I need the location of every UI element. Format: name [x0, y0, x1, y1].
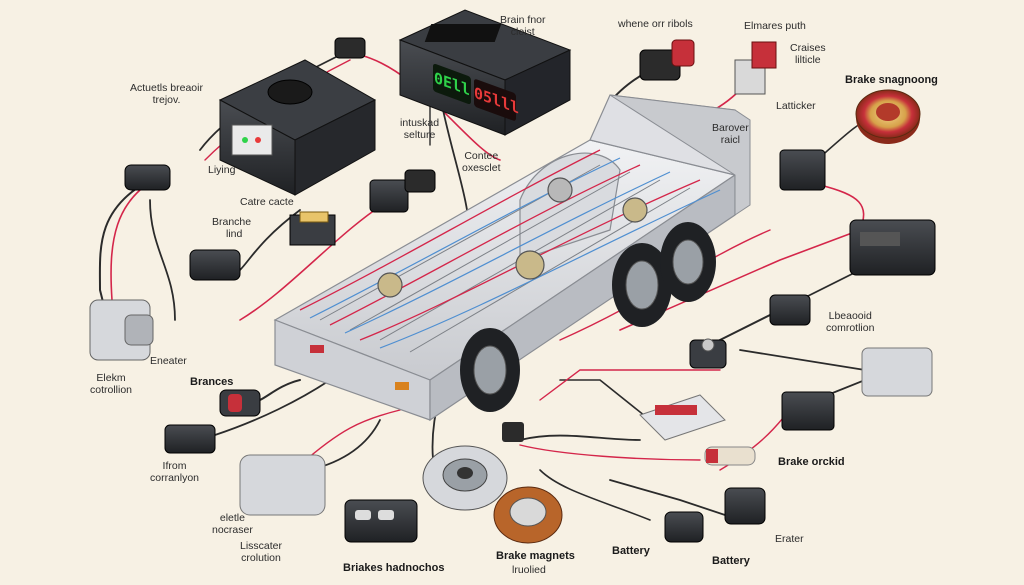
label-barover-raicl: Barover raicl — [712, 122, 749, 146]
right-junction-box — [779, 149, 826, 191]
label-lisscater-crollution: Lisscater crolution — [240, 540, 282, 564]
label-lriuolied: lruolied — [512, 564, 546, 576]
label-brances: Brances — [190, 376, 234, 388]
trailer-wheels — [460, 222, 716, 412]
label-craises-lilticle: Craises lilticle — [790, 42, 826, 66]
top-plug-connector — [639, 39, 695, 81]
front-connector-plug — [164, 424, 216, 454]
grey-module-bottom-left — [239, 454, 326, 516]
label-brain-front-line1: Brain fnor — [500, 14, 546, 26]
label-actuators-breaker-line1: Actuetls breaoir — [130, 82, 203, 94]
label-elmares-puth: Elmares puth — [744, 20, 806, 32]
label-brain-front: Brain fnor cleist — [500, 14, 546, 38]
label-contee-oxesclet: Contee oxesclet — [462, 150, 501, 174]
label-actuators-breaker: Actuetls breaoir trejov. — [130, 82, 203, 106]
label-brain-front-line2: cleist — [510, 26, 535, 38]
label-intusked-setture: intuskad selture — [400, 117, 439, 141]
label-ifrom-line1: Ifrom — [162, 460, 187, 472]
label-craises-line2: lilticle — [794, 54, 821, 66]
label-contee-line2: oxesclet — [462, 162, 501, 174]
label-teaooid-comrotlion: Lbeaooid comrotlion — [826, 310, 874, 334]
label-briakes-hadnochos: Briakes hadnochos — [343, 562, 445, 574]
label-brake-orckid: Brake orckid — [778, 456, 845, 468]
label-barover-line1: Barover — [712, 122, 749, 134]
right-grey-module — [861, 347, 933, 397]
label-eneater: Eneater — [150, 355, 187, 367]
label-teaooid-line1: Lbeaooid — [828, 310, 872, 322]
left-plug — [189, 249, 241, 281]
left-upper-connector — [124, 37, 366, 191]
label-teaooid-line2: comrotlion — [826, 322, 875, 334]
label-ifrom-line2: corranlyon — [150, 472, 200, 484]
label-branche-lind: Branche lind — [212, 216, 251, 240]
label-branche-line1: Branche — [212, 216, 252, 228]
left-motor-actuator — [89, 299, 154, 361]
label-craises-line1: Craises — [790, 42, 826, 54]
label-cable-cache: Catre cacte — [240, 196, 294, 208]
label-brake-shagnoong: Brake snagnoong — [845, 74, 938, 86]
actuator-controller-box — [218, 59, 377, 196]
brake-orckid-block — [781, 391, 835, 431]
label-elekm-line2: cotrollion — [90, 384, 133, 396]
label-eletle-line2: nocraser — [212, 524, 253, 536]
top-center-harness-plug — [369, 169, 436, 213]
label-erater: Erater — [775, 533, 804, 545]
brake-pad-disc — [855, 89, 921, 144]
right-mid-connector — [769, 294, 811, 326]
inline-fuse-holder — [704, 446, 756, 466]
label-lying: Liying — [208, 164, 236, 176]
label-actuators-breaker-line2: trejov. — [152, 94, 181, 106]
label-contee-line1: Contee — [464, 150, 499, 162]
label-eletle-line1: eletle — [219, 512, 245, 524]
branch-line-terminal — [289, 211, 336, 246]
handbrake-switch-panel — [344, 499, 418, 543]
branches-plug — [219, 389, 261, 417]
label-eletle-nocraser: eletle nocraser — [212, 512, 253, 536]
battery-connector-a — [664, 511, 704, 543]
label-latticker: Latticker — [776, 100, 816, 112]
label-barover-line2: raicl — [720, 134, 741, 146]
small-lead-plug — [502, 422, 524, 442]
right-control-module — [849, 219, 936, 276]
label-elekm-cotrollon: Elekm cotrollion — [90, 372, 132, 396]
label-intusked-line1: intuskad — [400, 117, 440, 129]
brake-magnet-coil — [493, 486, 563, 544]
label-ifrom-corranlyon: Ifrom corranlyon — [150, 460, 199, 484]
label-lisscater-line2: crolution — [241, 552, 281, 564]
label-battery-left: Battery — [612, 545, 650, 557]
battery-connector-b — [724, 487, 766, 525]
terminal-block — [639, 394, 726, 441]
label-whene-ort: whene orr ribols — [618, 18, 693, 30]
center-right-plug — [689, 338, 727, 369]
label-branche-line2: lind — [226, 228, 243, 240]
label-battery-center: Battery — [712, 555, 750, 567]
label-lisscater-line1: Lisscater — [240, 540, 283, 552]
label-elekm-line1: Elekm — [96, 372, 126, 384]
label-intusked-line2: selture — [403, 129, 436, 141]
brake-drum-assembly — [422, 445, 508, 511]
relay-switch — [734, 41, 777, 95]
label-brake-magnets: Brake magnets — [496, 550, 575, 562]
